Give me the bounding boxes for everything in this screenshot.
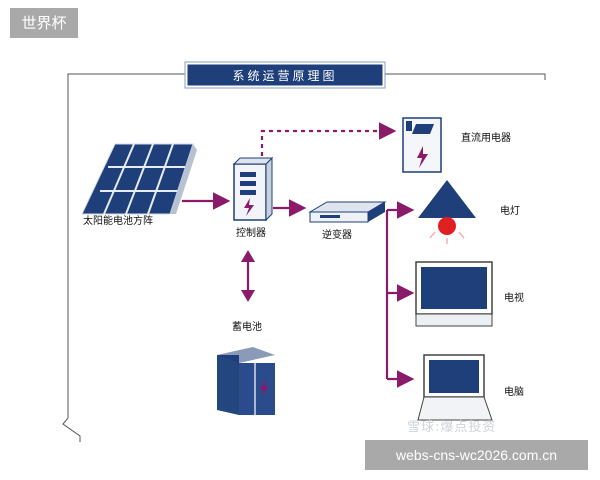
- solar-label: 太阳能电池方阵: [83, 214, 153, 227]
- controller-label: 控制器: [236, 226, 266, 239]
- watermark: 雪球:爆点投资: [407, 420, 497, 435]
- diagram-title: 系统运营原理图: [184, 61, 386, 89]
- frame: [62, 73, 546, 442]
- controller-icon: [232, 156, 274, 222]
- diagram-title-text: 系统运营原理图: [232, 69, 337, 83]
- computer-label: 电脑: [504, 385, 524, 398]
- dc-appliance-label: 直流用电器: [461, 131, 511, 144]
- lamp-icon: [418, 180, 476, 244]
- dc-appliance-icon: [402, 117, 442, 173]
- inverter-label: 逆变器: [322, 228, 352, 241]
- battery-two-way-arrow: [241, 250, 255, 302]
- battery-icon: [217, 347, 275, 415]
- tv-label: 电视: [504, 291, 524, 304]
- tv-icon: [415, 261, 493, 327]
- battery-label: 蓄电池: [232, 320, 262, 333]
- inverter-icon: [308, 201, 387, 223]
- footer-url: webs-cns-wc2026.com.cn: [365, 440, 588, 470]
- flow-arrows: [182, 122, 415, 388]
- corner-tag: 世界杯: [10, 8, 78, 38]
- lamp-label: 电灯: [500, 204, 520, 217]
- laptop-icon: [417, 354, 493, 421]
- solar-panel-icon: [81, 143, 197, 215]
